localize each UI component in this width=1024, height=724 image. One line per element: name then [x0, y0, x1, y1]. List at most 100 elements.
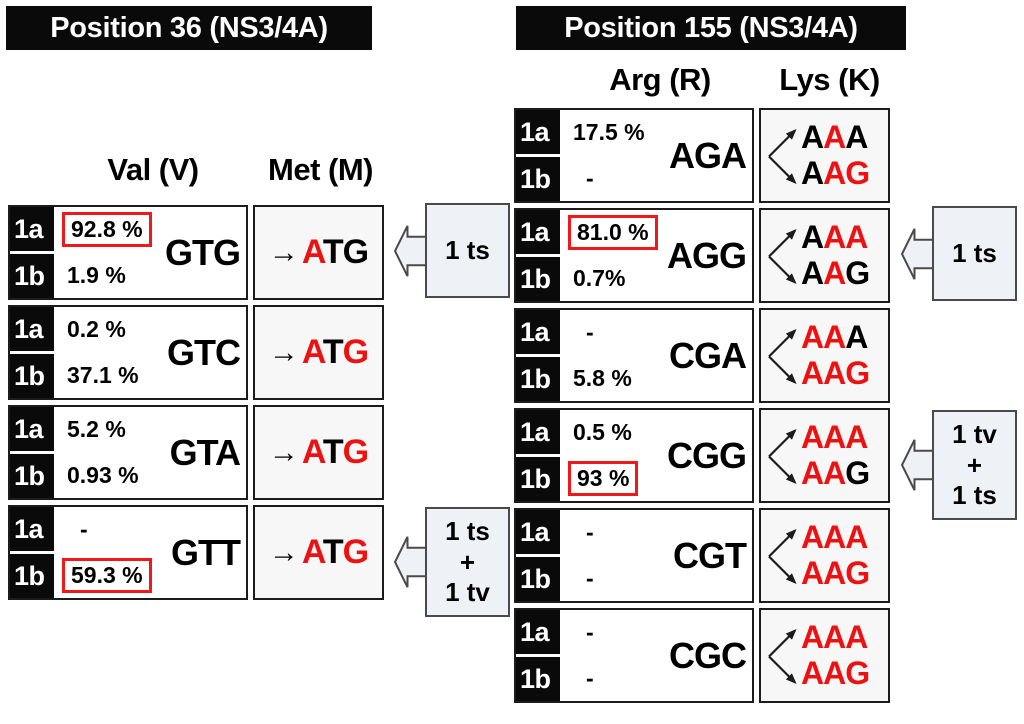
codon-label-cgt: CGT — [673, 534, 747, 576]
percent-1b: 0.7% — [560, 256, 752, 302]
lys-top-aga-base-1: A — [801, 118, 824, 155]
codon-label-gta: GTA — [169, 431, 241, 473]
right-arrow-icon: → — [268, 435, 299, 469]
lys-bottom-cgg-base-1: A — [801, 454, 824, 491]
met-gtg-base-1: A — [301, 233, 324, 271]
lys-top-cgt-base-3: A — [845, 518, 868, 555]
percent-column: 0.2 %37.1 % — [54, 307, 246, 398]
percent-value-1b: - — [586, 164, 594, 191]
lys-top-aga-base-2: A — [823, 118, 846, 155]
percent-column: 81.0 % 0.7% — [560, 210, 752, 301]
lys-bottom-agg-base-3: G — [845, 254, 870, 291]
lys-codon-bottom: AAG — [801, 454, 888, 492]
percent-value-1b: 59.3 % — [62, 557, 152, 593]
lys-bottom-cga-base-2: A — [823, 354, 846, 391]
genotype-label-1b: 1b — [516, 357, 560, 401]
met-codon: →ATG — [268, 333, 369, 372]
callout-gtt-arrow-tip — [393, 536, 429, 588]
lys-top-aga-base-3: A — [845, 118, 868, 155]
callout-cgg: 1 tv+1 ts — [932, 410, 1017, 520]
callout-cgg-line-1: 1 tv — [952, 418, 997, 449]
met-gtt-base-2: T — [322, 533, 344, 571]
callout-agg-arrow-tip — [900, 227, 936, 280]
lys-bottom-cgt-base-2: A — [823, 554, 846, 591]
genotype-label-1b: 1b — [516, 557, 560, 601]
lys-bottom-cgt-base-3: G — [845, 554, 870, 591]
percent-value-1b: - — [586, 564, 594, 591]
percent-value-1a: 5.2 % — [67, 416, 126, 443]
column-header-lys: Lys (K) — [779, 62, 880, 97]
genotype-label-1a: 1a — [516, 310, 560, 354]
lys-bottom-cgc-base-2: A — [823, 654, 846, 691]
genotype-label-1a: 1a — [516, 610, 560, 654]
percent-value-1a: 17.5 % — [573, 119, 645, 146]
met-gtc-base-1: A — [301, 333, 324, 371]
panel-title-position-36: Position 36 (NS3/4A) — [6, 6, 372, 50]
genotype-label-1a: 1a — [10, 207, 54, 251]
percent-1a: 0.5 % — [560, 410, 752, 456]
lys-codon-top: AAA — [801, 518, 888, 556]
column-header-val: Val (V) — [107, 152, 199, 187]
callout-gtg-arrow-tip — [393, 224, 429, 277]
lys-top-cgg-base-1: A — [801, 418, 824, 455]
percent-value-1b: 93 % — [568, 460, 639, 496]
genotype-label-1a: 1a — [516, 210, 560, 254]
callout-cgg-line-2: + — [966, 449, 983, 480]
right-arrow-icon: → — [268, 335, 299, 369]
genotype-label-1b: 1b — [10, 554, 54, 598]
percent-column: - 59.3 % — [54, 507, 246, 598]
codon-label-gtc: GTC — [167, 331, 241, 373]
percent-value-1a: 0.5 % — [573, 419, 632, 446]
percent-column: 17.5 % - — [560, 110, 752, 201]
lys-bottom-cga-base-3: G — [845, 354, 870, 391]
right-arrow-icon: → — [268, 535, 299, 569]
codon-label-aga: AGA — [669, 134, 747, 176]
met-gtc-base-3: G — [342, 333, 369, 371]
target-cell-met-gtc: →ATG — [253, 305, 384, 400]
branch-arrows-icon — [768, 628, 797, 685]
percent-value-1a: 81.0 % — [568, 215, 658, 251]
lys-bottom-cgg-base-3: G — [845, 454, 870, 491]
percent-1b: 1.9 % — [54, 253, 246, 299]
percent-1a: - — [54, 507, 246, 553]
percent-1b: 93 % — [560, 456, 752, 502]
lys-codon-top: AAA — [801, 118, 888, 156]
genotype-label-1b: 1b — [516, 457, 560, 501]
met-codon: →ATG — [269, 233, 369, 272]
met-gtg-base-2: T — [322, 233, 344, 271]
met-codon-text: ATG — [301, 233, 369, 272]
percent-1a: 17.5 % — [560, 110, 752, 156]
percent-value-1b: 37.1 % — [67, 361, 139, 388]
codon-label-cgg: CGG — [666, 434, 747, 476]
lys-bottom-aga-base-3: G — [845, 154, 870, 191]
percent-value-1b: 1.9 % — [67, 261, 126, 288]
lys-top-cgc-base-1: A — [801, 618, 824, 655]
callout-agg: 1 ts — [932, 206, 1017, 301]
percent-1a: 92.8 % — [54, 207, 246, 253]
lys-top-agg-base-1: A — [801, 218, 824, 255]
percent-1b: 5.8 % — [560, 356, 752, 402]
callout-cgg-line-3: 1 ts — [952, 480, 997, 511]
lys-top-cga-base-3: A — [845, 318, 868, 355]
met-gtt-base-3: G — [342, 533, 369, 571]
callout-agg-line-1: 1 ts — [952, 238, 997, 269]
